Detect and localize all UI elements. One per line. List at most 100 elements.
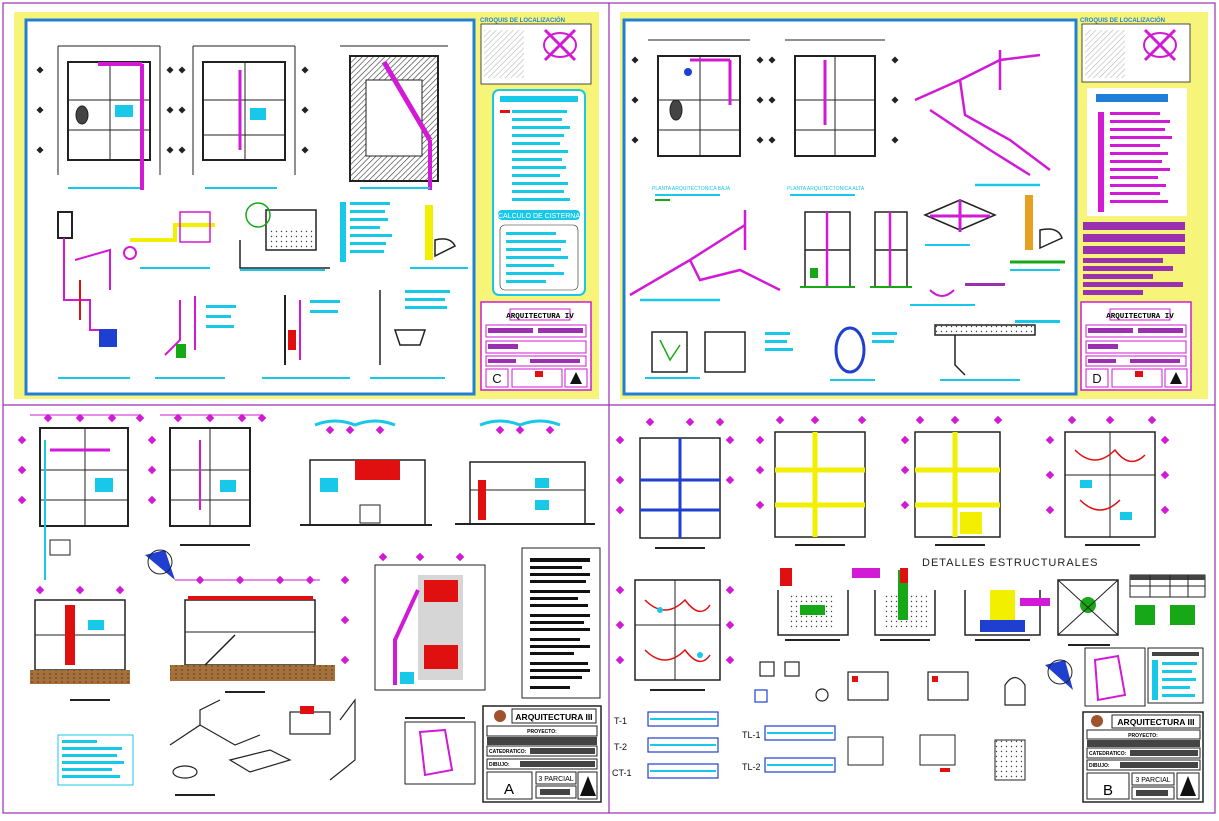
sheet-c-detail-drains [155, 296, 236, 379]
axis-marker [1160, 505, 1170, 515]
axis-marker [75, 585, 85, 595]
sheet-d-location-label: CROQUIS DE LOCALIZACIÓN [1080, 16, 1165, 24]
sheet-b: DETALLES ESTRUCTURALES [612, 431, 1206, 803]
sheet-a-letter: A [504, 781, 514, 798]
axis-marker [615, 475, 625, 485]
sheet-c-title: ARQUITECTURA IV [506, 313, 574, 321]
sheet-c-letter: C [492, 371, 501, 386]
axis-marker [725, 435, 735, 445]
axis-marker [756, 56, 764, 64]
axis-marker [755, 500, 765, 510]
axis-marker [715, 417, 725, 427]
sheet-b-beam-ct1: CT-1 [612, 768, 632, 778]
sheet-b-footing-plan [1057, 579, 1119, 646]
sheet-b-column-details [754, 661, 1026, 706]
sheet-c-roof-plan [340, 45, 448, 190]
sheet-d-section-bath-1 [800, 211, 855, 288]
axis-marker [455, 552, 465, 562]
sheet-a-catedratico-label: CATEDRATICO: [489, 749, 527, 755]
sheet-a-location-inset [404, 721, 476, 785]
sheet-a-plan-ground [30, 414, 140, 580]
axis-marker [615, 655, 625, 665]
sheet-a-north-arrow [145, 549, 175, 580]
axis-marker [301, 106, 309, 114]
sheet-a-partial: 3 PARCIAL [538, 776, 573, 783]
axis-marker [17, 465, 27, 475]
axis-markers [17, 56, 1170, 665]
axis-marker [147, 495, 157, 505]
axis-marker [685, 417, 695, 427]
sheet-d-plan-high-label: PLANTA ARQUITECTONICA ALTA [787, 186, 865, 192]
axis-marker [178, 146, 186, 154]
axis-marker [631, 96, 639, 104]
sheet-c: CROQUIS DE LOCALIZACIÓN CALCULO DE CISTE… [14, 12, 599, 399]
sheet-c-callout-list [340, 202, 392, 262]
axis-marker [75, 413, 85, 423]
sheet-c-calc-heading: CALCULO DE CISTERNA [498, 213, 580, 220]
sheet-d-letter: D [1092, 371, 1101, 386]
axis-marker [615, 620, 625, 630]
axis-marker [857, 415, 867, 425]
axis-marker [340, 655, 350, 665]
axis-marker [725, 620, 735, 630]
axis-marker [345, 425, 355, 435]
sheet-b-beam-t1: T-1 [614, 716, 627, 726]
sheet-a-notes-block [521, 547, 601, 699]
axis-marker [115, 585, 125, 595]
axis-marker [756, 96, 764, 104]
axis-marker [275, 575, 285, 585]
sheet-d-detail-wc [1010, 195, 1065, 271]
axis-marker [515, 425, 525, 435]
sheet-a-section-long [170, 579, 335, 693]
sheet-b-partial: 3 PARCIAL [1135, 777, 1170, 784]
axis-marker [301, 66, 309, 74]
sheet-c-detail-sink [370, 290, 450, 379]
axis-marker [257, 413, 267, 423]
axis-marker [340, 615, 350, 625]
axis-marker [725, 585, 735, 595]
sheet-a-legend [57, 734, 134, 786]
sheet-b-north-arrow [1045, 659, 1073, 690]
axis-marker [768, 96, 776, 104]
axis-marker [166, 146, 174, 154]
axis-marker [147, 435, 157, 445]
axis-marker [545, 425, 555, 435]
sheet-d-plan-high [785, 39, 885, 196]
sheet-a-dibujo-label: DIBUJO: [489, 762, 510, 768]
axis-marker [756, 136, 764, 144]
sheet-d: PLANTA ARQUITECTONICA BAJA PLANTA ARQUIT… [620, 12, 1208, 399]
axis-marker [1147, 415, 1157, 425]
axis-marker [166, 66, 174, 74]
axis-marker [900, 500, 910, 510]
sheet-b-project-label: PROYECTO: [1128, 733, 1158, 739]
sheet-d-detail-registers-bottom [645, 320, 1060, 381]
axis-marker [775, 415, 785, 425]
axis-marker [615, 505, 625, 515]
sheet-d-section-bath-2 [870, 211, 912, 288]
axis-marker [173, 413, 183, 423]
sheet-b-title-block: ARQUITECTURA III PROYECTO: CATEDRATICO: … [1082, 711, 1204, 803]
sheet-c-floor-plan-1 [57, 45, 161, 190]
sheet-b-letter: B [1103, 782, 1113, 799]
axis-marker [495, 425, 505, 435]
axis-marker [725, 655, 735, 665]
sheet-d-detail-register [923, 199, 997, 246]
sheet-a-site-plan [374, 564, 486, 719]
sheet-c-isometric-hydraulic [57, 211, 130, 379]
axis-marker [631, 56, 639, 64]
sheet-c-location-label: CROQUIS DE LOCALIZACIÓN [480, 16, 565, 24]
axis-marker [43, 413, 53, 423]
axis-marker [147, 465, 157, 475]
axis-marker [631, 136, 639, 144]
axis-marker [1067, 415, 1077, 425]
axis-marker [178, 66, 186, 74]
axis-marker [205, 413, 215, 423]
sheet-b-beam-tl1: TL-1 [742, 730, 761, 740]
sheet-b-electrical-plan-2 [634, 579, 721, 691]
axis-marker [1045, 435, 1055, 445]
sheet-a: ARQUITECTURA III PROYECTO: CATEDRATICO: … [30, 414, 602, 803]
sheet-d-iso-drain-2 [629, 210, 781, 302]
sheet-b-legend [1147, 647, 1204, 704]
